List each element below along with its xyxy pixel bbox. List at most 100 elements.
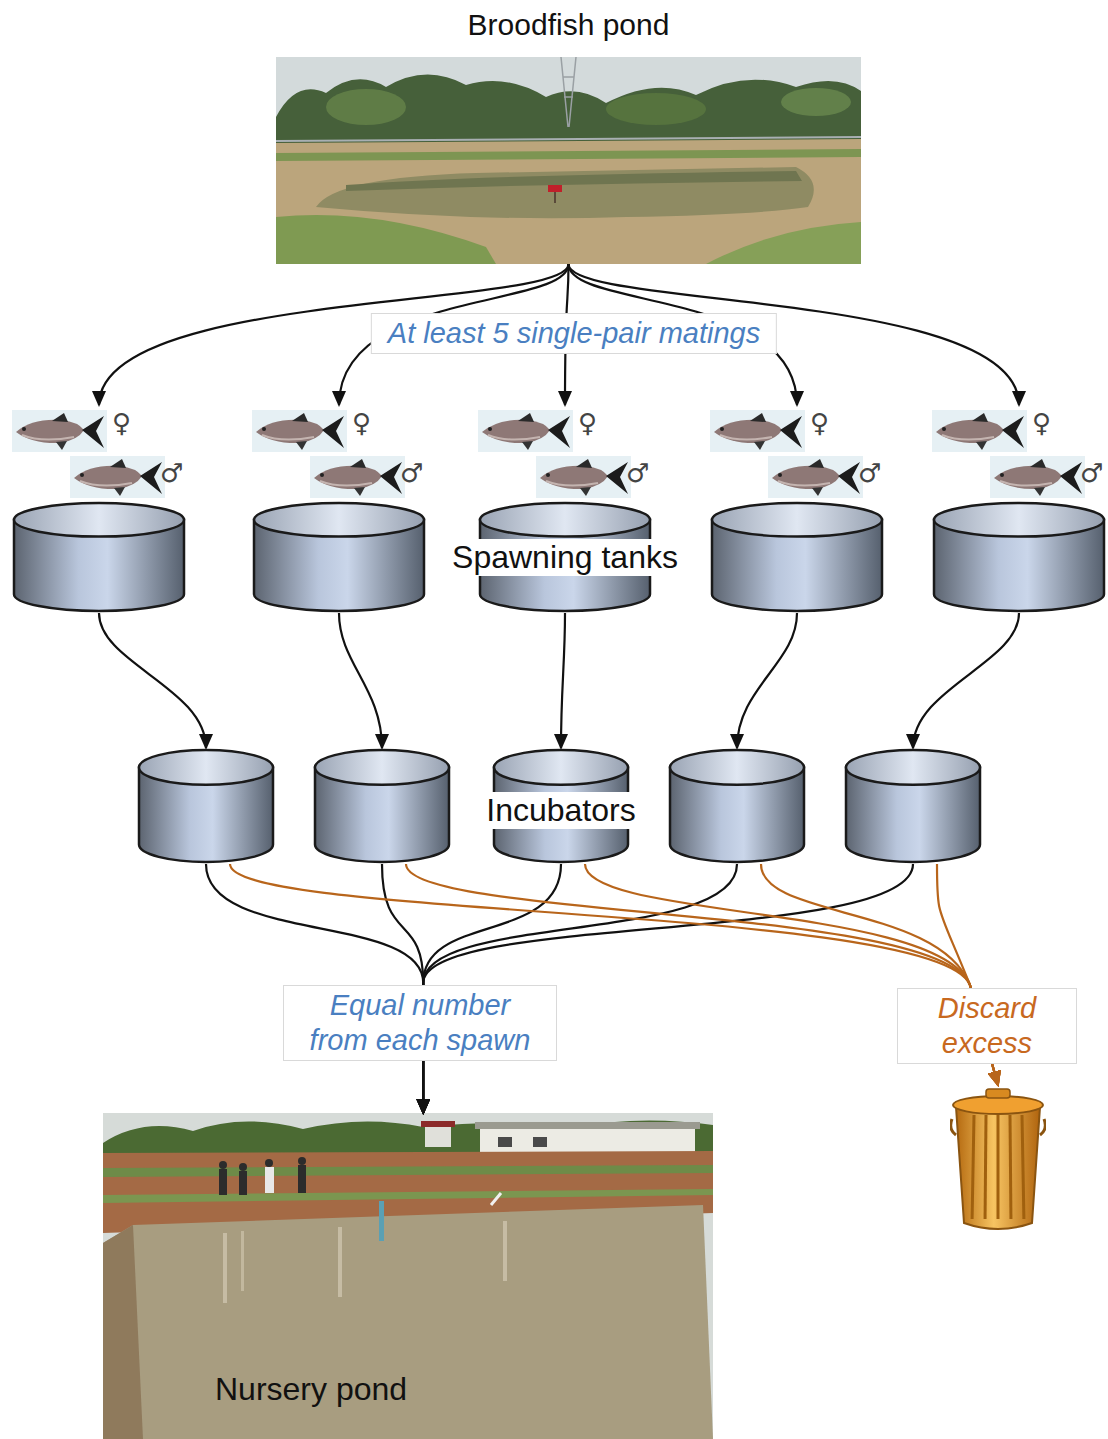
nursery-pond-photo	[533, 1137, 547, 1147]
broodfish-pond-photo	[276, 215, 496, 264]
flow-arrow	[913, 613, 1019, 748]
cylinder-rim	[494, 750, 628, 785]
cylinder-rim	[712, 503, 882, 537]
bin-rib	[997, 1115, 1000, 1219]
cylinder-shape	[710, 501, 884, 613]
fish-pairs	[990, 456, 1085, 498]
broodfish-pond-photo	[276, 57, 861, 264]
nursery-pond-photo	[425, 1125, 451, 1147]
nursery-pond-photo	[265, 1167, 274, 1193]
broodfish-pond-photo	[554, 192, 556, 203]
nursery-pond-photo	[241, 1231, 244, 1291]
cylinder-shape	[252, 501, 426, 613]
male-symbol: ♂	[626, 459, 649, 489]
nursery-pond-photo	[103, 1205, 713, 1439]
flow-arrow	[99, 613, 206, 748]
nursery-pond-photo	[103, 1189, 713, 1203]
nursery-pond-photo	[265, 1159, 273, 1167]
female-symbol: ♀	[112, 409, 131, 439]
fish-pairs	[478, 410, 573, 452]
cylinder-rim	[14, 503, 184, 537]
edge-note: Discard excess	[897, 988, 1077, 1064]
fish-pairs	[710, 410, 805, 452]
broodfish-pond-photo	[561, 57, 576, 127]
nursery-pond-photo	[239, 1171, 247, 1195]
female-symbol: ♀	[1032, 409, 1051, 439]
cylinder-shape	[137, 748, 275, 864]
cylinder-shape	[932, 501, 1106, 613]
nursery-pond-photo	[103, 1113, 713, 1439]
fish-pairs	[70, 456, 165, 498]
flow-arrow	[339, 613, 382, 748]
bin-handle	[1040, 1119, 1045, 1135]
male-symbol: ♂	[400, 459, 423, 489]
spawning-tank: ♀♂Spawning tanks	[478, 405, 652, 613]
cylinder-rim	[670, 750, 804, 785]
spawning-tank: ♀♂	[252, 405, 426, 613]
group-label: Incubators	[478, 792, 643, 829]
bin-lid-handle	[986, 1089, 1010, 1098]
trash-bin-shape	[950, 1085, 1046, 1233]
broodfish-pond-photo	[781, 88, 851, 116]
cylinder-shape	[844, 748, 982, 864]
bin-handle	[951, 1119, 956, 1135]
male-symbol: ♂	[858, 459, 881, 489]
pond-heading: Broodfish pond	[276, 8, 861, 43]
broodfish-pond-photo	[276, 57, 861, 264]
nursery-pond-photo	[239, 1163, 247, 1171]
broodfish-pond-photo	[276, 139, 861, 264]
nursery-pond-photo	[491, 1193, 501, 1205]
cylinder-shape	[668, 748, 806, 864]
cylinder-rim	[315, 750, 449, 785]
fish-pairs	[536, 456, 631, 498]
nursery-pond-photo	[219, 1161, 227, 1169]
nursery-pond-photo	[219, 1157, 306, 1195]
spawning-tank: ♀♂	[710, 405, 884, 613]
edge-note: Equal number from each spawn	[283, 985, 557, 1061]
broodfish-pond: Broodfish pond	[276, 8, 861, 264]
bin-rib	[984, 1115, 988, 1219]
bin-body	[956, 1107, 1040, 1229]
bin-rib	[972, 1115, 974, 1219]
cylinder-rim	[480, 503, 650, 537]
nursery-pond-photo	[498, 1137, 512, 1147]
discard-bin	[950, 1085, 1046, 1233]
cylinder-rim	[139, 750, 273, 785]
nursery-pond-photo	[338, 1227, 342, 1297]
pond-label: Nursery pond	[215, 1371, 407, 1408]
cylinder-rim	[254, 503, 424, 537]
edge-note: At least 5 single-pair matings	[371, 313, 777, 354]
nursery-pond-photo	[103, 1165, 713, 1177]
incubator	[137, 748, 275, 864]
broodfish-pond-photo	[316, 167, 814, 218]
cylinder-rim	[846, 750, 980, 785]
incubator	[668, 748, 806, 864]
fish-pairs	[12, 410, 107, 452]
cylinder-rim	[934, 503, 1104, 537]
nursery-pond-photo	[103, 1225, 143, 1439]
nursery-pond-photo	[503, 1221, 507, 1281]
incubator: Incubators	[492, 748, 630, 864]
broodfish-pond-photo	[276, 149, 861, 161]
spawning-tank: ♀♂	[12, 405, 186, 613]
nursery-pond-photo	[223, 1233, 227, 1303]
nursery-pond-photo	[103, 1113, 713, 1439]
fish-pairs	[12, 410, 1085, 498]
nursery-pond-photo	[475, 1122, 700, 1129]
fish-pairs	[768, 456, 863, 498]
nursery-pond-photo	[298, 1165, 306, 1193]
fish-pairs	[932, 410, 1027, 452]
fish-pairs	[310, 456, 405, 498]
bin-rib	[1009, 1115, 1013, 1219]
bin-rib	[1022, 1115, 1024, 1219]
broodfish-pond-photo	[548, 185, 562, 192]
incubator	[844, 748, 982, 864]
nursery-pond-photo	[480, 1127, 695, 1155]
female-symbol: ♀	[810, 409, 829, 439]
nursery-pond-photo	[421, 1121, 455, 1127]
spawning-tank: ♀♂	[932, 405, 1106, 613]
broodfish-pond-photo	[326, 89, 406, 125]
